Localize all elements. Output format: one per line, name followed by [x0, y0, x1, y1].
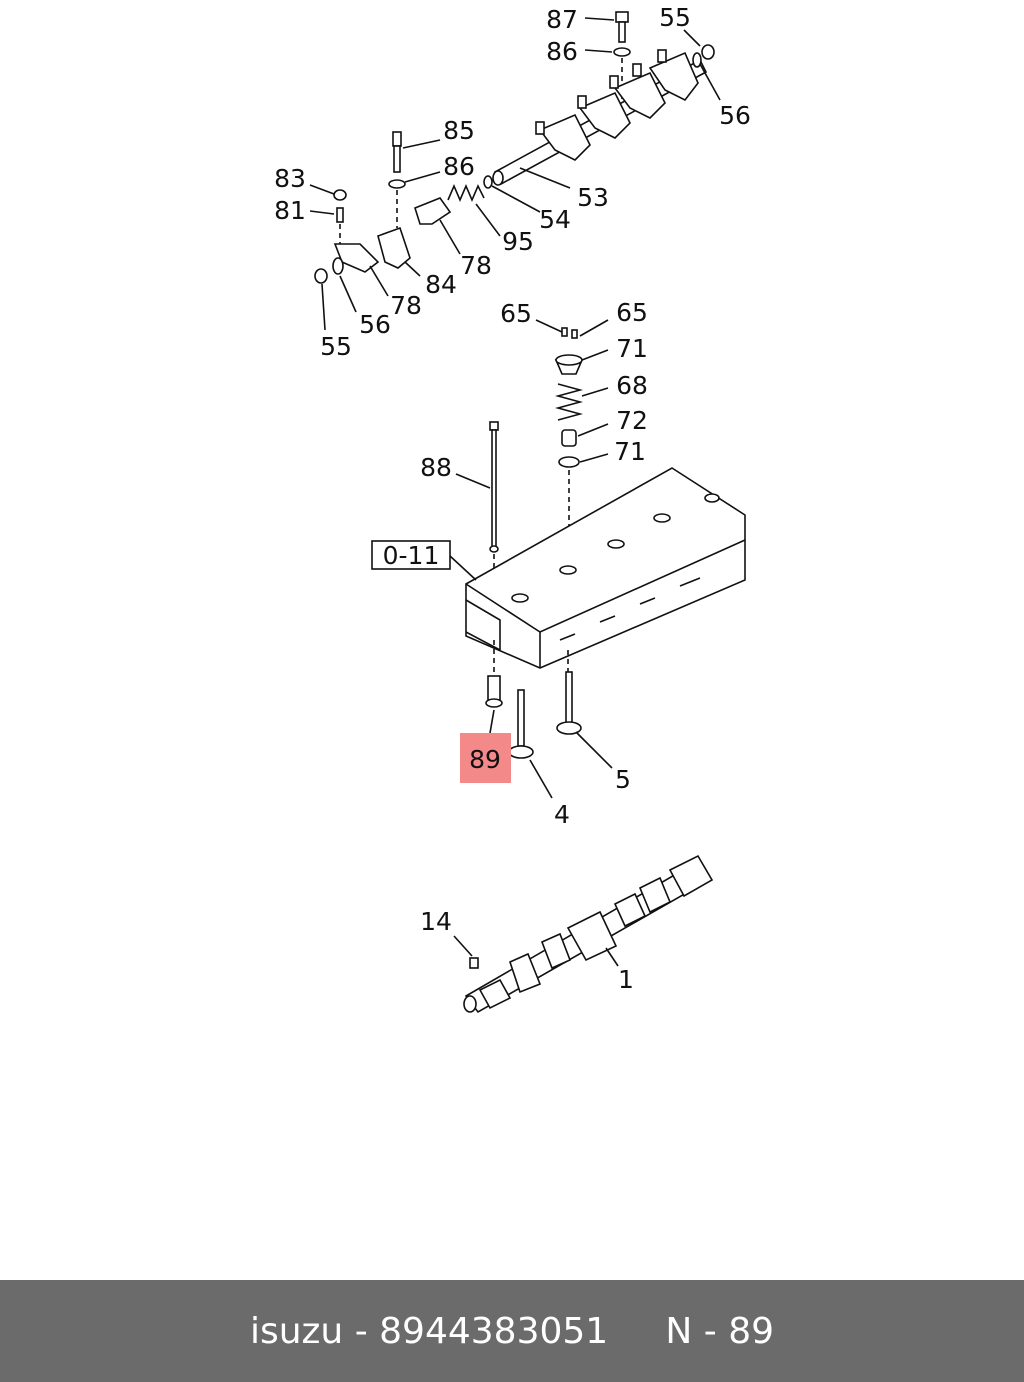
stem-seal-72	[561, 429, 577, 447]
washer-86	[613, 47, 631, 57]
callout-86b: 86	[443, 152, 475, 181]
adjust-screw	[657, 49, 667, 63]
footer-part-number: 8944383051	[379, 1310, 609, 1352]
rocker-shaft-assembly	[314, 11, 715, 284]
callout-56b: 56	[359, 310, 391, 339]
leader-lines-top	[309, 17, 721, 331]
exploded-parts-diagram: 87 86 55 56 85 86 83 81 53 54 95 78 84 7…	[274, 3, 751, 1014]
bolt-85-head	[392, 131, 402, 147]
highlight-part-89	[460, 733, 511, 783]
valve-guide-89	[487, 675, 501, 701]
callout-83: 83	[274, 164, 306, 193]
collet-65a	[561, 327, 568, 337]
callout-86: 86	[546, 37, 578, 66]
plug-55b	[314, 268, 328, 284]
callout-78b: 78	[390, 291, 422, 320]
callout-84: 84	[425, 270, 457, 299]
adjust-screw	[577, 95, 587, 109]
collet-65b	[571, 329, 578, 339]
rocker-arm	[648, 51, 699, 102]
callout-85: 85	[443, 116, 475, 145]
callout-5: 5	[615, 765, 631, 794]
callout-78: 78	[460, 251, 492, 280]
callout-labels: 87 86 55 56 85 86 83 81 53 54 95 78 84 7…	[274, 3, 751, 994]
rocker-arm	[578, 91, 631, 139]
callout-14: 14	[420, 907, 452, 936]
nut-83	[333, 189, 347, 201]
bracket-84	[377, 226, 411, 269]
rocker-arm-78	[414, 197, 452, 225]
footer-ref: N - 89	[665, 1310, 775, 1352]
cylinder-head	[465, 467, 746, 676]
footer-sep-1: -	[343, 1310, 380, 1352]
callout-53: 53	[577, 183, 609, 212]
camshaft	[453, 854, 714, 1014]
reference-box-label: 0-11	[383, 541, 440, 570]
rocker-arm	[613, 71, 666, 119]
key-14	[469, 957, 479, 969]
callout-89: 89	[469, 745, 501, 774]
spring-seat-71	[558, 456, 580, 468]
valve-5-stem	[565, 671, 573, 725]
callout-87: 87	[546, 5, 578, 34]
footer-brand: isuzu	[249, 1310, 344, 1352]
spring-washer-56	[692, 52, 702, 68]
valve-5-head	[556, 721, 582, 735]
bolt-87-shank	[618, 21, 626, 43]
spring-95	[447, 183, 485, 203]
plug-55	[701, 44, 715, 60]
washer-86b	[388, 179, 406, 189]
callout-81: 81	[274, 196, 306, 225]
valve-4-stem	[517, 689, 525, 747]
callout-71b: 71	[614, 437, 646, 466]
footer-gap	[608, 1311, 665, 1352]
washer-54	[483, 175, 493, 189]
callout-65a: 65	[500, 299, 532, 328]
callout-72: 72	[616, 406, 648, 435]
callout-71a: 71	[616, 334, 648, 363]
callout-65b: 65	[616, 298, 648, 327]
adjust-screw	[535, 121, 545, 135]
callout-88: 88	[420, 453, 452, 482]
callout-54: 54	[539, 205, 571, 234]
bolt-85-shank	[393, 145, 401, 173]
callout-68: 68	[616, 371, 648, 400]
callout-55b: 55	[320, 332, 352, 361]
valve-spring-68	[554, 383, 584, 421]
leader-lines-spring	[535, 319, 609, 463]
reference-box-0-11	[371, 540, 477, 581]
footer-bar: isuzu - 8944383051 N - 89	[0, 1280, 1024, 1382]
callout-1: 1	[618, 965, 634, 994]
adjust-screw	[632, 63, 642, 77]
spring-washer-56b	[332, 257, 344, 275]
callout-95: 95	[502, 227, 534, 256]
push-rod-88	[455, 421, 499, 600]
bolt-87-head	[615, 11, 629, 23]
valve-4-head	[508, 745, 534, 759]
callout-55: 55	[659, 3, 691, 32]
callout-4: 4	[554, 800, 570, 829]
adjust-screw	[609, 75, 619, 89]
valves-and-guide	[485, 671, 613, 799]
screw-81	[336, 207, 344, 223]
rocker-arm	[538, 113, 591, 161]
callout-56: 56	[719, 101, 751, 130]
